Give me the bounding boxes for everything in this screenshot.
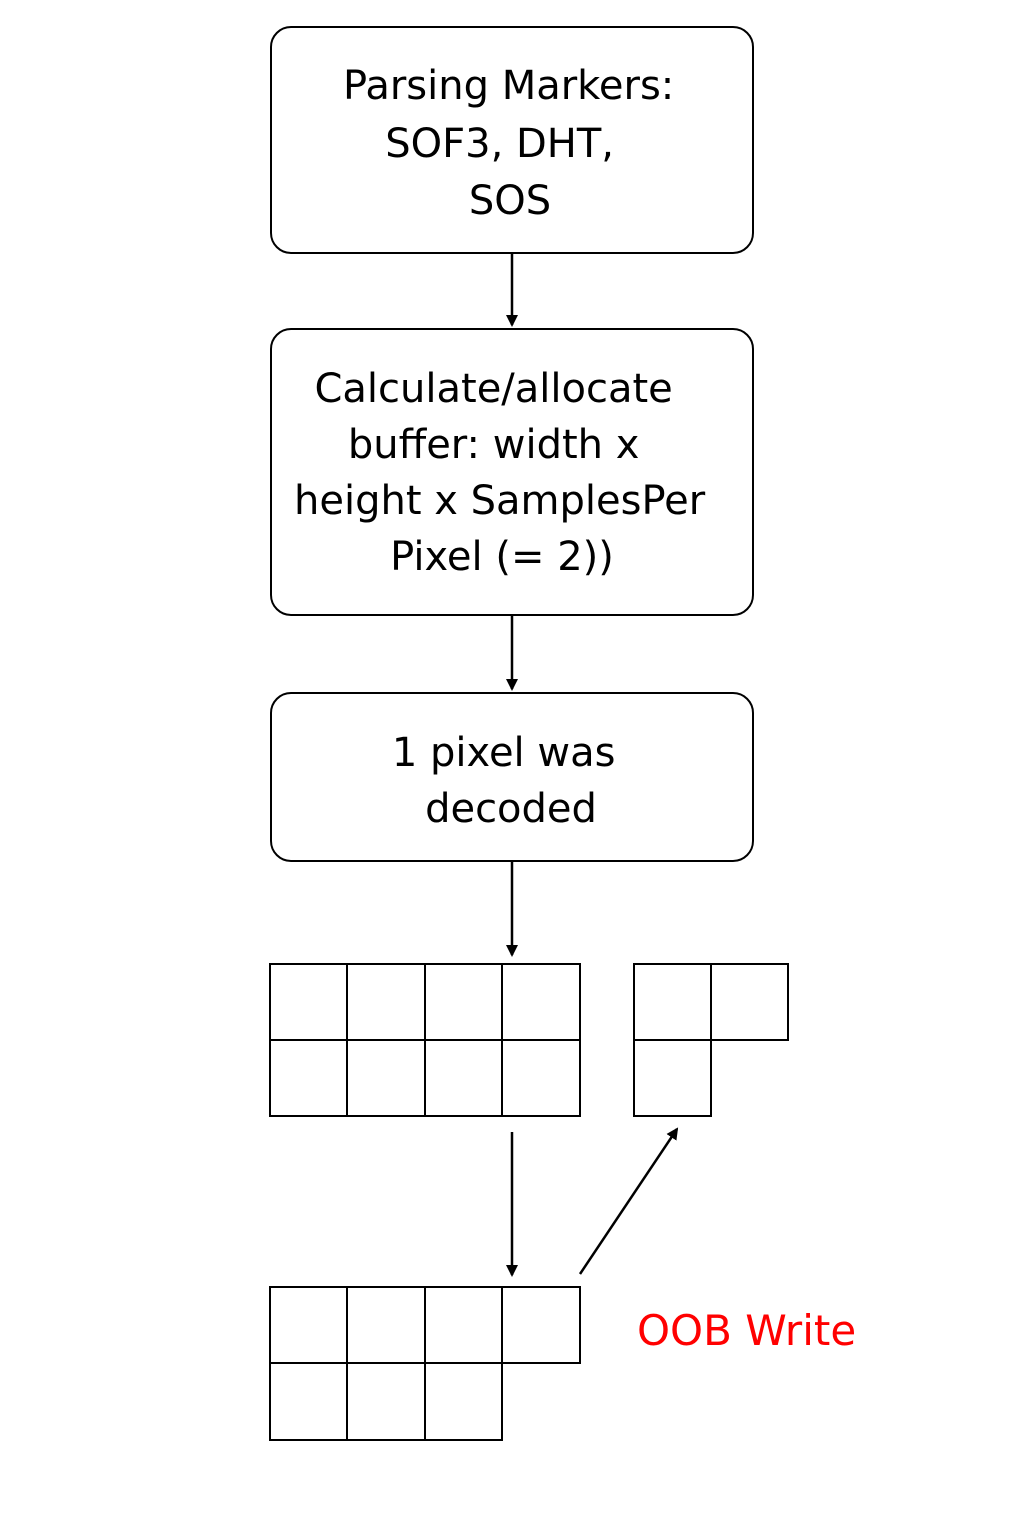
buffer-cell	[269, 963, 348, 1041]
step-decode-line-2: decoded	[425, 786, 597, 832]
arrow-oob-to-overflow	[578, 1127, 679, 1275]
overflow-cell	[633, 1039, 712, 1117]
buffer-cell	[346, 963, 426, 1041]
step-decode-box: 1 pixel was decoded	[270, 692, 754, 862]
step-parse-line-1: Parsing Markers:	[343, 63, 674, 109]
step-parse-line-2: SOF3, DHT,	[385, 121, 614, 167]
written-cell	[501, 1286, 581, 1364]
step-alloc-line-2: buffer: width x	[348, 422, 639, 468]
step-alloc-line-1: Calculate/allocate	[314, 366, 672, 412]
written-cell	[346, 1362, 426, 1441]
buffer-cell	[269, 1039, 348, 1117]
svg-text:1 pixel was decoded: 1 pixel was decoded	[392, 730, 628, 832]
written-cell	[269, 1286, 348, 1364]
step-parse-box: Parsing Markers: SOF3, DHT, SOS	[270, 26, 754, 254]
overflow-cells	[633, 963, 789, 1117]
written-cell	[269, 1362, 348, 1441]
buffer-cell	[501, 1039, 581, 1117]
step-decode-line-1: 1 pixel was	[392, 730, 616, 776]
buffer-cell	[424, 963, 503, 1041]
buffer-cell	[501, 963, 581, 1041]
written-cell	[346, 1286, 426, 1364]
overflow-cell	[633, 963, 712, 1041]
buffer-cell	[424, 1039, 503, 1117]
svg-text:Parsing Markers: SOF3,: Parsing Markers: SOF3, DHT, SOS	[343, 63, 687, 224]
step-alloc-box: Calculate/allocate buffer: width x heigh…	[270, 328, 754, 616]
step-parse-line-3: SOS	[469, 178, 551, 224]
written-cell	[424, 1362, 503, 1441]
step-alloc-line-3: height x SamplesPer	[294, 478, 706, 524]
allocated-buffer-grid	[269, 963, 581, 1117]
oob-write-label: OOB Write	[637, 1306, 856, 1355]
written-pixels-grid	[269, 1286, 581, 1441]
overflow-cell	[710, 963, 789, 1041]
svg-text:Calculate/allocate buffe: Calculate/allocate buffer: width x heigh…	[294, 366, 718, 580]
buffer-cell	[346, 1039, 426, 1117]
written-cell	[424, 1286, 503, 1364]
step-alloc-line-4: Pixel (= 2))	[390, 534, 614, 580]
